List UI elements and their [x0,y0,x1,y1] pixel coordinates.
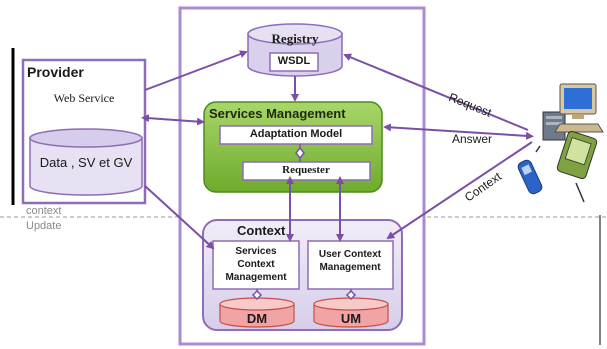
provider-context-arrow [144,185,215,250]
adaptation-requester-connector [295,144,305,162]
provider-database [29,128,143,196]
registry-title: Registry [271,31,319,46]
wsdl-box [269,52,319,72]
provider-services-arrow [141,114,205,126]
requester-label: Requester [282,164,330,176]
services-management-title: Services Management [209,106,346,121]
context-title: Context [237,223,286,238]
dm-database [219,297,295,328]
dm-label: DM [246,311,268,326]
dm-connector [251,289,263,301]
services-context-box [212,240,300,290]
context-update-line2: Update [26,220,62,232]
user-context-line1: User Context [318,249,382,260]
requester-box [242,161,371,181]
services-context-line3: Management [225,272,287,283]
pda-icon [556,130,598,203]
context-arrow [386,141,533,240]
wsdl-label: WSDL [277,55,311,67]
context-update-line1: context [26,205,62,217]
answer-arrow [383,123,534,140]
provider-data-label: Data , SV et GV [39,155,133,170]
request-arrow [343,53,529,131]
adaptation-model-label: Adaptation Model [249,128,343,140]
desktop-computer-icon [542,83,604,141]
web-service-label: Web Service [53,91,115,105]
registry-cylinder [247,23,343,77]
user-context-line2: Management [319,262,381,273]
user-context-box [307,240,394,290]
um-connector [345,289,357,301]
um-label: UM [340,311,362,326]
adaptation-model-box [219,125,373,145]
mobile-phone-icon [517,145,543,195]
provider-registry-arrow [144,50,248,91]
answer-label: Answer [452,132,493,146]
services-context-line1: Services [235,246,277,257]
provider-title: Provider [27,64,84,80]
services-context-line2: Context [237,259,275,270]
